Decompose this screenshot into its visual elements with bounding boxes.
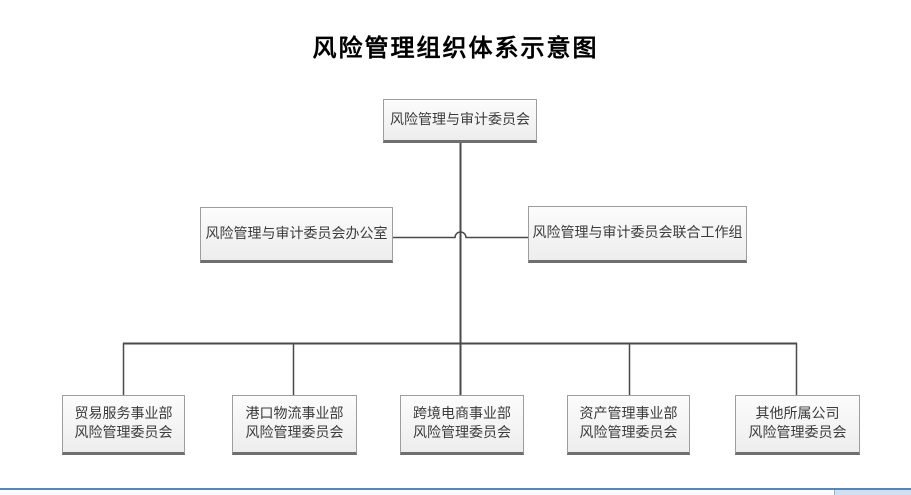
org-box-label-line2: 风险管理委员会 — [245, 425, 344, 441]
connector-level2-horizontal-with-hop — [393, 231, 528, 239]
org-box-label-line2: 风险管理委员会 — [413, 425, 511, 441]
org-box-joint-workgroup[interactable]: 风险管理与审计委员会联合工作组 — [528, 206, 747, 263]
org-box-label-line1: 跨境电商事业部 — [413, 406, 511, 422]
org-box-label-line1: 其他所属公司 — [755, 406, 840, 422]
org-box-label-line2: 风险管理委员会 — [748, 425, 847, 441]
org-box-committee-office[interactable]: 风险管理与审计委员会办公室 — [200, 207, 393, 263]
org-box-label-line2: 风险管理委员会 — [74, 425, 173, 441]
org-box-label: 风险管理与审计委员会 — [390, 111, 530, 128]
org-box-audit-committee[interactable]: 风险管理与审计委员会 — [383, 99, 537, 143]
org-box-crossborder-ecommerce-dept[interactable]: 跨境电商事业部 风险管理委员会 — [400, 395, 524, 455]
org-box-trade-services-dept[interactable]: 贸易服务事业部 风险管理委员会 — [62, 395, 185, 455]
org-box-label-line1: 贸易服务事业部 — [74, 406, 173, 422]
org-box-label-line2: 风险管理委员会 — [579, 425, 678, 441]
org-box-label: 风险管理与审计委员会联合工作组 — [532, 225, 743, 241]
org-box-label-line1: 资产管理事业部 — [579, 406, 678, 422]
chart-title: 风险管理组织体系示意图 — [312, 34, 599, 62]
org-box-label: 风险管理与审计委员会办公室 — [205, 225, 388, 242]
org-box-other-subsidiaries[interactable]: 其他所属公司 风险管理委员会 — [735, 395, 860, 455]
org-box-label-line1: 港口物流事业部 — [245, 406, 344, 422]
org-box-port-logistics-dept[interactable]: 港口物流事业部 风险管理委员会 — [232, 395, 357, 455]
horizontal-scrollbar-thumb[interactable] — [834, 490, 911, 495]
connector-level3-drops — [122, 343, 798, 395]
horizontal-scrollbar[interactable] — [0, 488, 911, 495]
org-box-asset-management-dept[interactable]: 资产管理事业部 风险管理委员会 — [567, 395, 690, 455]
